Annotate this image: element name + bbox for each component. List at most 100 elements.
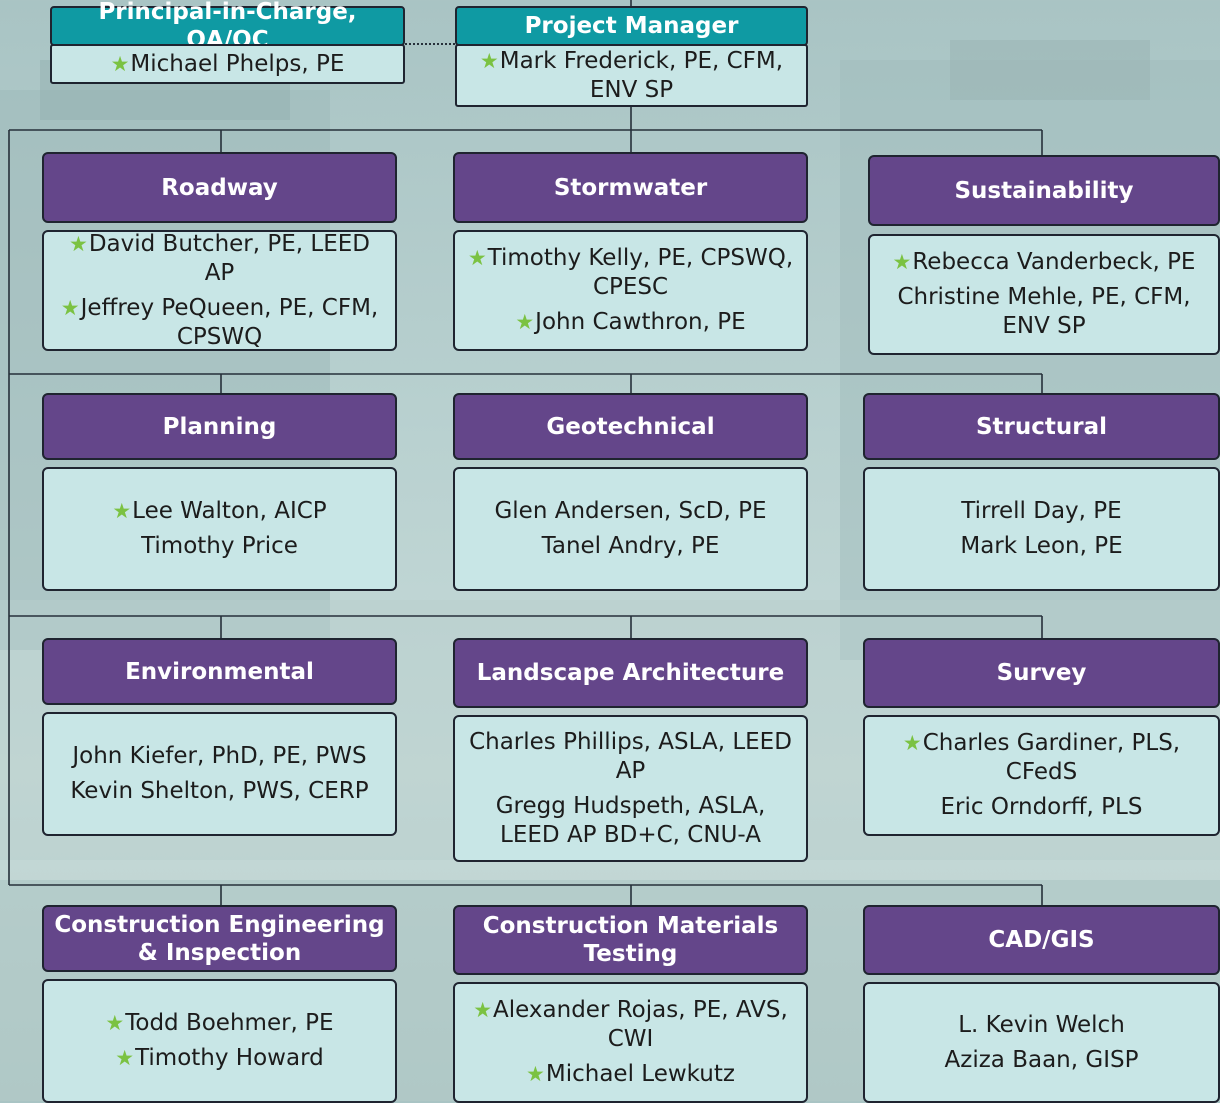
team-member-name: Timothy Kelly, PE, CPSWQ, CPESC <box>487 245 794 300</box>
cei-header: Construction Engineering & Inspection <box>42 905 397 972</box>
section-title: Structural <box>975 413 1108 440</box>
star-icon: ★ <box>892 250 912 274</box>
team-member: Gregg Hudspeth, ASLA, LEED AP BD+C, CNU-… <box>463 792 798 850</box>
star-icon: ★ <box>479 48 499 73</box>
section-title: Construction Engineering & Inspection <box>54 911 385 966</box>
planning-body: ★Lee Walton, AICP Timothy Price <box>42 467 397 591</box>
materials-testing-header: Construction Materials Testing <box>453 905 808 975</box>
team-member: Christine Mehle, PE, CFM, ENV SP <box>878 283 1210 341</box>
team-member-name: Rebecca Vanderbeck, PE <box>912 249 1196 275</box>
section-title: Landscape Architecture <box>476 660 785 686</box>
team-member-name: John Cawthron, PE <box>535 309 746 335</box>
team-member: L. Kevin Welch <box>958 1011 1125 1040</box>
structural-body: Tirrell Day, PE Mark Leon, PE <box>863 467 1220 591</box>
principal-header: Principal-in-Charge, QA/QC <box>50 0 405 53</box>
pm-header: Project Manager <box>455 6 808 46</box>
star-icon: ★ <box>467 246 487 270</box>
team-member-name: Mark Frederick, PE, CFM, ENV SP <box>499 47 784 103</box>
team-member: Mark Leon, PE <box>960 532 1122 561</box>
principal-body: ★Michael Phelps, PE <box>50 44 405 84</box>
team-member-name: Tanel Andry, PE <box>541 533 720 559</box>
roadway-header: Roadway <box>42 152 397 223</box>
section-title: Stormwater <box>553 174 708 201</box>
planning-header: Planning <box>42 393 397 460</box>
team-member-name: Alexander Rojas, PE, AVS, CWI <box>493 997 788 1052</box>
team-member: ★Todd Boehmer, PE <box>105 1009 333 1038</box>
team-member: ★Lee Walton, AICP <box>112 497 326 526</box>
section-title: Roadway <box>161 174 278 201</box>
team-member: Glen Andersen, ScD, PE <box>494 497 766 526</box>
team-member: Kevin Shelton, PWS, CERP <box>70 777 368 806</box>
team-member-name: L. Kevin Welch <box>958 1011 1125 1038</box>
team-member-name: Aziza Baan, GISP <box>944 1046 1139 1073</box>
section-title: Survey <box>996 660 1087 686</box>
team-member: Tirrell Day, PE <box>961 497 1121 526</box>
star-icon: ★ <box>60 295 80 320</box>
team-member: John Kiefer, PhD, PE, PWS <box>72 742 366 771</box>
team-member-name: Michael Lewkutz <box>545 1061 735 1087</box>
landscape-architecture-header: Landscape Architecture <box>453 638 808 708</box>
team-member-name: Timothy Howard <box>135 1045 324 1071</box>
sustainability-header: Sustainability <box>868 155 1220 226</box>
star-icon: ★ <box>473 998 493 1022</box>
materials-testing-body: ★Alexander Rojas, PE, AVS, CWI★Michael L… <box>453 982 808 1103</box>
environmental-header: Environmental <box>42 638 397 705</box>
survey-body: ★Charles Gardiner, PLS, CFedS Eric Orndor… <box>863 715 1220 836</box>
principal-title: Principal-in-Charge, QA/QC <box>98 0 357 53</box>
team-member: ★Timothy Howard <box>115 1044 323 1073</box>
pm-body: ★Mark Frederick, PE, CFM, ENV SP <box>455 44 808 107</box>
team-member-name: Michael Phelps, PE <box>130 50 345 77</box>
team-member-name: David Butcher, PE, LEED AP <box>88 230 370 286</box>
team-member: Timothy Price <box>141 532 298 561</box>
stormwater-body: ★Timothy Kelly, PE, CPSWQ, CPESC★John Ca… <box>453 230 808 351</box>
team-member-name: John Kiefer, PhD, PE, PWS <box>72 743 367 769</box>
team-member: ★Jeffrey PeQueen, PE, CFM, CPSWQ <box>52 294 387 352</box>
section-title: CAD/GIS <box>988 927 1095 953</box>
geotechnical-header: Geotechnical <box>453 393 808 460</box>
star-icon: ★ <box>110 51 130 76</box>
team-member-name: Todd Boehmer, PE <box>125 1010 334 1036</box>
pm-title: Project Manager <box>524 13 739 39</box>
team-member: ★John Cawthron, PE <box>515 308 745 337</box>
team-member: ★Mark Frederick, PE, CFM, ENV SP <box>465 47 798 105</box>
team-member: Eric Orndorff, PLS <box>941 793 1143 822</box>
section-title: Environmental <box>125 658 314 685</box>
environmental-body: John Kiefer, PhD, PE, PWS Kevin Shelton, … <box>42 712 397 836</box>
roadway-body: ★David Butcher, PE, LEED AP★Jeffrey PeQu… <box>42 230 397 351</box>
star-icon: ★ <box>515 310 535 334</box>
star-icon: ★ <box>115 1046 135 1070</box>
team-member: Tanel Andry, PE <box>542 532 720 561</box>
structural-header: Structural <box>863 393 1220 460</box>
survey-header: Survey <box>863 638 1220 708</box>
star-icon: ★ <box>69 231 88 256</box>
star-icon: ★ <box>902 731 922 755</box>
landscape-architecture-body: Charles Phillips, ASLA, LEED AP Gregg Hud… <box>453 715 808 862</box>
stormwater-header: Stormwater <box>453 152 808 223</box>
team-member: Charles Phillips, ASLA, LEED AP <box>463 728 798 786</box>
team-member: ★Rebecca Vanderbeck, PE <box>893 248 1196 277</box>
team-member-name: Gregg Hudspeth, ASLA, LEED AP BD+C, CNU-… <box>495 792 766 848</box>
team-member-name: Kevin Shelton, PWS, CERP <box>70 778 369 804</box>
team-member: ★David Butcher, PE, LEED AP <box>52 230 387 288</box>
team-member-name: Tirrell Day, PE <box>961 498 1122 524</box>
team-member-name: Christine Mehle, PE, CFM, ENV SP <box>897 284 1191 339</box>
cei-body: ★Todd Boehmer, PE★Timothy Howard <box>42 979 397 1103</box>
geotechnical-body: Glen Andersen, ScD, PE Tanel Andry, PE <box>453 467 808 591</box>
section-title: Planning <box>162 413 277 440</box>
star-icon: ★ <box>112 499 132 523</box>
team-member-name: Mark Leon, PE <box>960 533 1123 559</box>
team-member-name: Eric Orndorff, PLS <box>940 794 1143 820</box>
sustainability-body: ★Rebecca Vanderbeck, PE Christine Mehle, … <box>868 234 1220 355</box>
cad-gis-header: CAD/GIS <box>863 905 1220 975</box>
team-member-name: Lee Walton, AICP <box>132 498 327 524</box>
team-member-name: Charles Phillips, ASLA, LEED AP <box>469 728 792 784</box>
star-icon: ★ <box>105 1011 125 1035</box>
team-member: ★Michael Phelps, PE <box>111 50 345 79</box>
team-member: ★Alexander Rojas, PE, AVS, CWI <box>463 996 798 1054</box>
star-icon: ★ <box>526 1062 545 1086</box>
team-member-name: Charles Gardiner, PLS, CFedS <box>922 730 1181 785</box>
team-member-name: Glen Andersen, ScD, PE <box>494 498 767 524</box>
section-title: Construction Materials Testing <box>482 913 779 967</box>
team-member-name: Timothy Price <box>141 533 298 559</box>
